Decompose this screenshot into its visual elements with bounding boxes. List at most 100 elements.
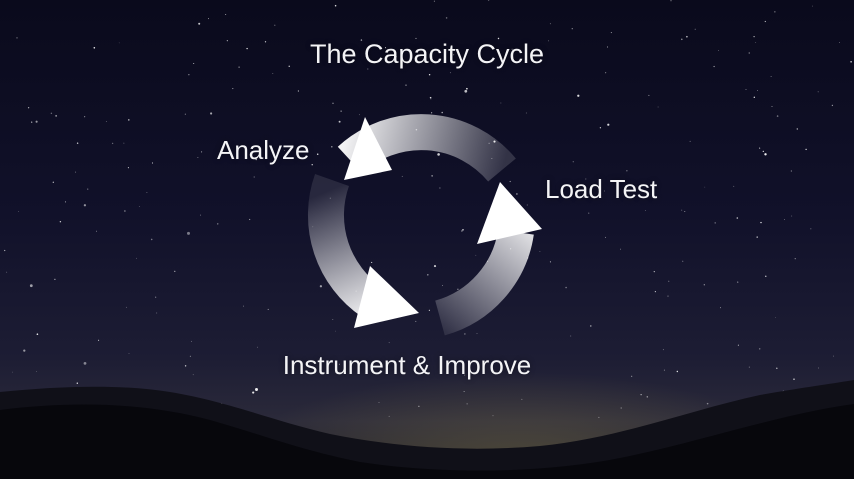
star (817, 367, 820, 369)
star (620, 248, 621, 250)
star (197, 157, 199, 158)
star (64, 201, 67, 203)
star (817, 91, 819, 93)
star (653, 270, 655, 273)
star (98, 339, 100, 341)
star (371, 261, 373, 263)
ring-segment-right (434, 228, 534, 336)
star (311, 164, 313, 166)
star (831, 104, 834, 107)
star (136, 257, 137, 259)
star (335, 330, 336, 332)
star (689, 140, 691, 142)
star (476, 333, 478, 334)
star (415, 37, 417, 39)
star (598, 416, 600, 418)
star (255, 158, 257, 161)
star (331, 146, 333, 148)
star (755, 42, 757, 43)
star (610, 32, 612, 34)
star (682, 260, 684, 262)
star (284, 149, 286, 151)
star (208, 18, 210, 20)
arrow-analyze-icon (344, 117, 392, 180)
star (105, 121, 107, 122)
star (297, 90, 299, 92)
star (714, 222, 716, 224)
star (429, 96, 432, 99)
star (445, 17, 448, 19)
star (319, 285, 323, 288)
star (125, 306, 127, 308)
star (796, 128, 799, 130)
star (466, 403, 468, 405)
star (605, 72, 607, 74)
star (570, 335, 572, 337)
star (681, 209, 683, 211)
star (12, 371, 13, 373)
star (128, 119, 130, 121)
star (83, 362, 87, 365)
star (667, 295, 669, 297)
star (267, 308, 269, 310)
star (753, 35, 755, 38)
foreground-ridge (0, 404, 854, 479)
star (428, 73, 431, 76)
star (156, 312, 158, 314)
star (4, 249, 6, 252)
star (127, 167, 129, 169)
star (607, 46, 608, 48)
star (565, 286, 567, 289)
star (590, 325, 592, 327)
star (252, 391, 255, 394)
star (548, 40, 549, 42)
star (201, 151, 203, 153)
star (793, 378, 795, 380)
star (492, 415, 494, 417)
star (500, 102, 502, 104)
star (466, 87, 468, 90)
star (720, 307, 722, 309)
star (760, 221, 762, 224)
star (111, 142, 114, 145)
star (405, 84, 407, 86)
star (75, 171, 77, 173)
star (83, 204, 87, 207)
arrow-load-test-icon (477, 182, 542, 244)
star (704, 186, 706, 188)
star (225, 14, 227, 16)
star (833, 355, 834, 357)
star (850, 61, 852, 63)
star (771, 106, 773, 107)
star (36, 371, 37, 372)
star (189, 355, 191, 357)
star (288, 65, 290, 67)
star (549, 261, 551, 263)
star (753, 96, 755, 98)
star (427, 274, 429, 276)
star (6, 271, 8, 273)
star (812, 5, 813, 7)
star (146, 192, 148, 193)
star (246, 47, 248, 50)
star (150, 238, 153, 241)
star (757, 90, 758, 91)
star (93, 47, 96, 49)
star (418, 405, 420, 407)
star (50, 112, 53, 115)
star (441, 111, 444, 114)
star (217, 223, 219, 225)
star (748, 52, 750, 54)
star (644, 209, 646, 211)
diagram-title: The Capacity Cycle (309, 39, 545, 69)
star (588, 212, 590, 214)
star (657, 106, 659, 108)
star (453, 54, 455, 56)
star (577, 94, 580, 97)
star (662, 349, 664, 351)
star (249, 218, 251, 221)
star (430, 98, 432, 100)
star (604, 190, 605, 192)
star (433, 0, 435, 2)
